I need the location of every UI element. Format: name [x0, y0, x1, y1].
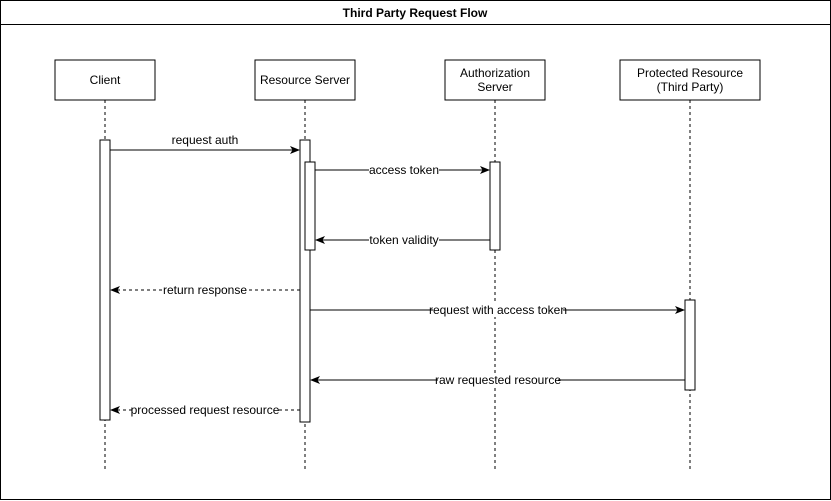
message-label-background	[369, 233, 439, 247]
participant-protected-resource: Protected Resource (Third Party)	[619, 59, 761, 101]
message-request-with-access-token: request with access token	[310, 303, 685, 317]
message-label-background	[164, 283, 246, 297]
message-label-background	[369, 163, 439, 177]
message-label: request auth	[172, 133, 239, 147]
participant-authorization-server: Authorization Server	[444, 59, 546, 101]
message-label: raw requested resource	[435, 373, 561, 387]
participant-label-line-2: Server	[477, 80, 512, 94]
message-label: processed request resource	[131, 403, 280, 417]
participant-label-line-2: (Third Party)	[657, 80, 724, 94]
message-label: token validity	[369, 233, 438, 247]
participant-label-line-1: Authorization	[460, 66, 530, 80]
message-label: return response	[163, 283, 247, 297]
activation-protected-resource	[684, 299, 696, 391]
message-label-background	[433, 303, 563, 317]
message-processed-request-resource: processed request resource	[110, 403, 300, 417]
diagram-title: Third Party Request Flow	[343, 6, 488, 20]
message-raw-requested-resource: raw requested resource	[310, 373, 685, 387]
participant-box	[54, 59, 156, 101]
participant-resource-server: Resource Server	[254, 59, 356, 101]
title-bar	[0, 0, 831, 25]
participant-box	[619, 59, 761, 101]
message-token-validity: token validity	[315, 233, 490, 247]
participant-label: Resource Server	[260, 73, 350, 87]
participant-label: Client	[90, 73, 121, 87]
message-access-token: access token	[315, 163, 490, 177]
activation-resource-server-nested	[304, 161, 316, 251]
message-label-background	[438, 373, 558, 387]
message-label-background	[134, 403, 276, 417]
message-request-auth: request auth	[110, 133, 300, 154]
participant-client: Client	[54, 59, 156, 101]
message-label: access token	[369, 163, 439, 177]
participant-box	[254, 59, 356, 101]
message-return-response: return response	[110, 283, 300, 297]
participant-label-line-1: Protected Resource	[637, 66, 743, 80]
message-label: request with access token	[429, 303, 567, 317]
activation-authorization-server	[489, 161, 501, 251]
activation-client	[99, 139, 111, 421]
activation-resource-server	[299, 139, 311, 423]
